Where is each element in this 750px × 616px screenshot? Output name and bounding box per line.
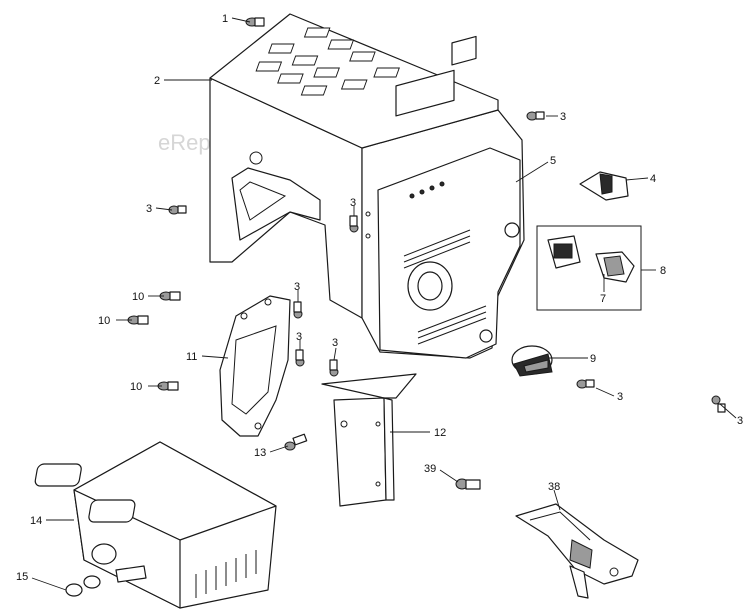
part-15-nuts[interactable] bbox=[65, 575, 101, 597]
screw-3-top-right[interactable] bbox=[526, 111, 545, 121]
callout-3-middle: 3 bbox=[332, 337, 338, 349]
callout-3-top-right: 3 bbox=[560, 111, 566, 123]
screw-3-center[interactable] bbox=[349, 215, 359, 233]
callout-7: 7 bbox=[600, 293, 606, 305]
callout-2: 2 bbox=[154, 75, 160, 87]
callout-38: 38 bbox=[548, 481, 560, 493]
callout-39: 39 bbox=[424, 463, 436, 475]
part-4-key[interactable] bbox=[579, 171, 629, 201]
screw-3-bracket-lower[interactable] bbox=[295, 349, 305, 367]
bolt-10-upper[interactable] bbox=[159, 291, 181, 301]
callout-4: 4 bbox=[650, 173, 656, 185]
callout-1: 1 bbox=[222, 13, 228, 25]
screw-3-far-right[interactable] bbox=[711, 395, 726, 413]
part-8-switch-assembly[interactable] bbox=[536, 225, 642, 311]
part-11-side-bracket[interactable] bbox=[219, 295, 291, 437]
callout-14: 14 bbox=[30, 515, 42, 527]
leader-lines bbox=[31, 17, 737, 591]
callout-9: 9 bbox=[590, 353, 596, 365]
screw-3-middle[interactable] bbox=[329, 359, 339, 377]
screw-13[interactable] bbox=[284, 433, 308, 451]
callout-10-middle: 10 bbox=[98, 315, 110, 327]
callout-13: 13 bbox=[254, 447, 266, 459]
screw-3-left[interactable] bbox=[168, 205, 187, 215]
screw-3-bracket-upper[interactable] bbox=[293, 301, 303, 319]
callout-3-center: 3 bbox=[350, 197, 356, 209]
bolt-39[interactable] bbox=[455, 478, 481, 490]
part-12-bracket[interactable] bbox=[321, 373, 417, 507]
callout-3-bracket-lower: 3 bbox=[296, 331, 302, 343]
part-5-control-panel[interactable] bbox=[377, 35, 521, 359]
screw-3-lower-right[interactable] bbox=[576, 379, 595, 389]
callout-5: 5 bbox=[550, 155, 556, 167]
callout-3-bracket-upper: 3 bbox=[294, 281, 300, 293]
callout-3-left: 3 bbox=[146, 203, 152, 215]
part-14-muffler-cover[interactable] bbox=[34, 441, 277, 609]
callout-3-lower-right: 3 bbox=[617, 391, 623, 403]
bolt-10-lower[interactable] bbox=[157, 381, 179, 391]
callout-11: 11 bbox=[186, 351, 197, 363]
part-38-bracket-assembly[interactable] bbox=[515, 503, 639, 599]
callout-10-lower: 10 bbox=[130, 381, 142, 393]
screw-1[interactable] bbox=[245, 17, 265, 27]
callout-10-upper: 10 bbox=[132, 291, 144, 303]
callout-8: 8 bbox=[660, 265, 666, 277]
callout-3-far-right: 3 bbox=[737, 415, 743, 427]
callout-12: 12 bbox=[434, 427, 446, 439]
callout-15: 15 bbox=[16, 571, 28, 583]
part-9-knob[interactable] bbox=[511, 345, 553, 377]
